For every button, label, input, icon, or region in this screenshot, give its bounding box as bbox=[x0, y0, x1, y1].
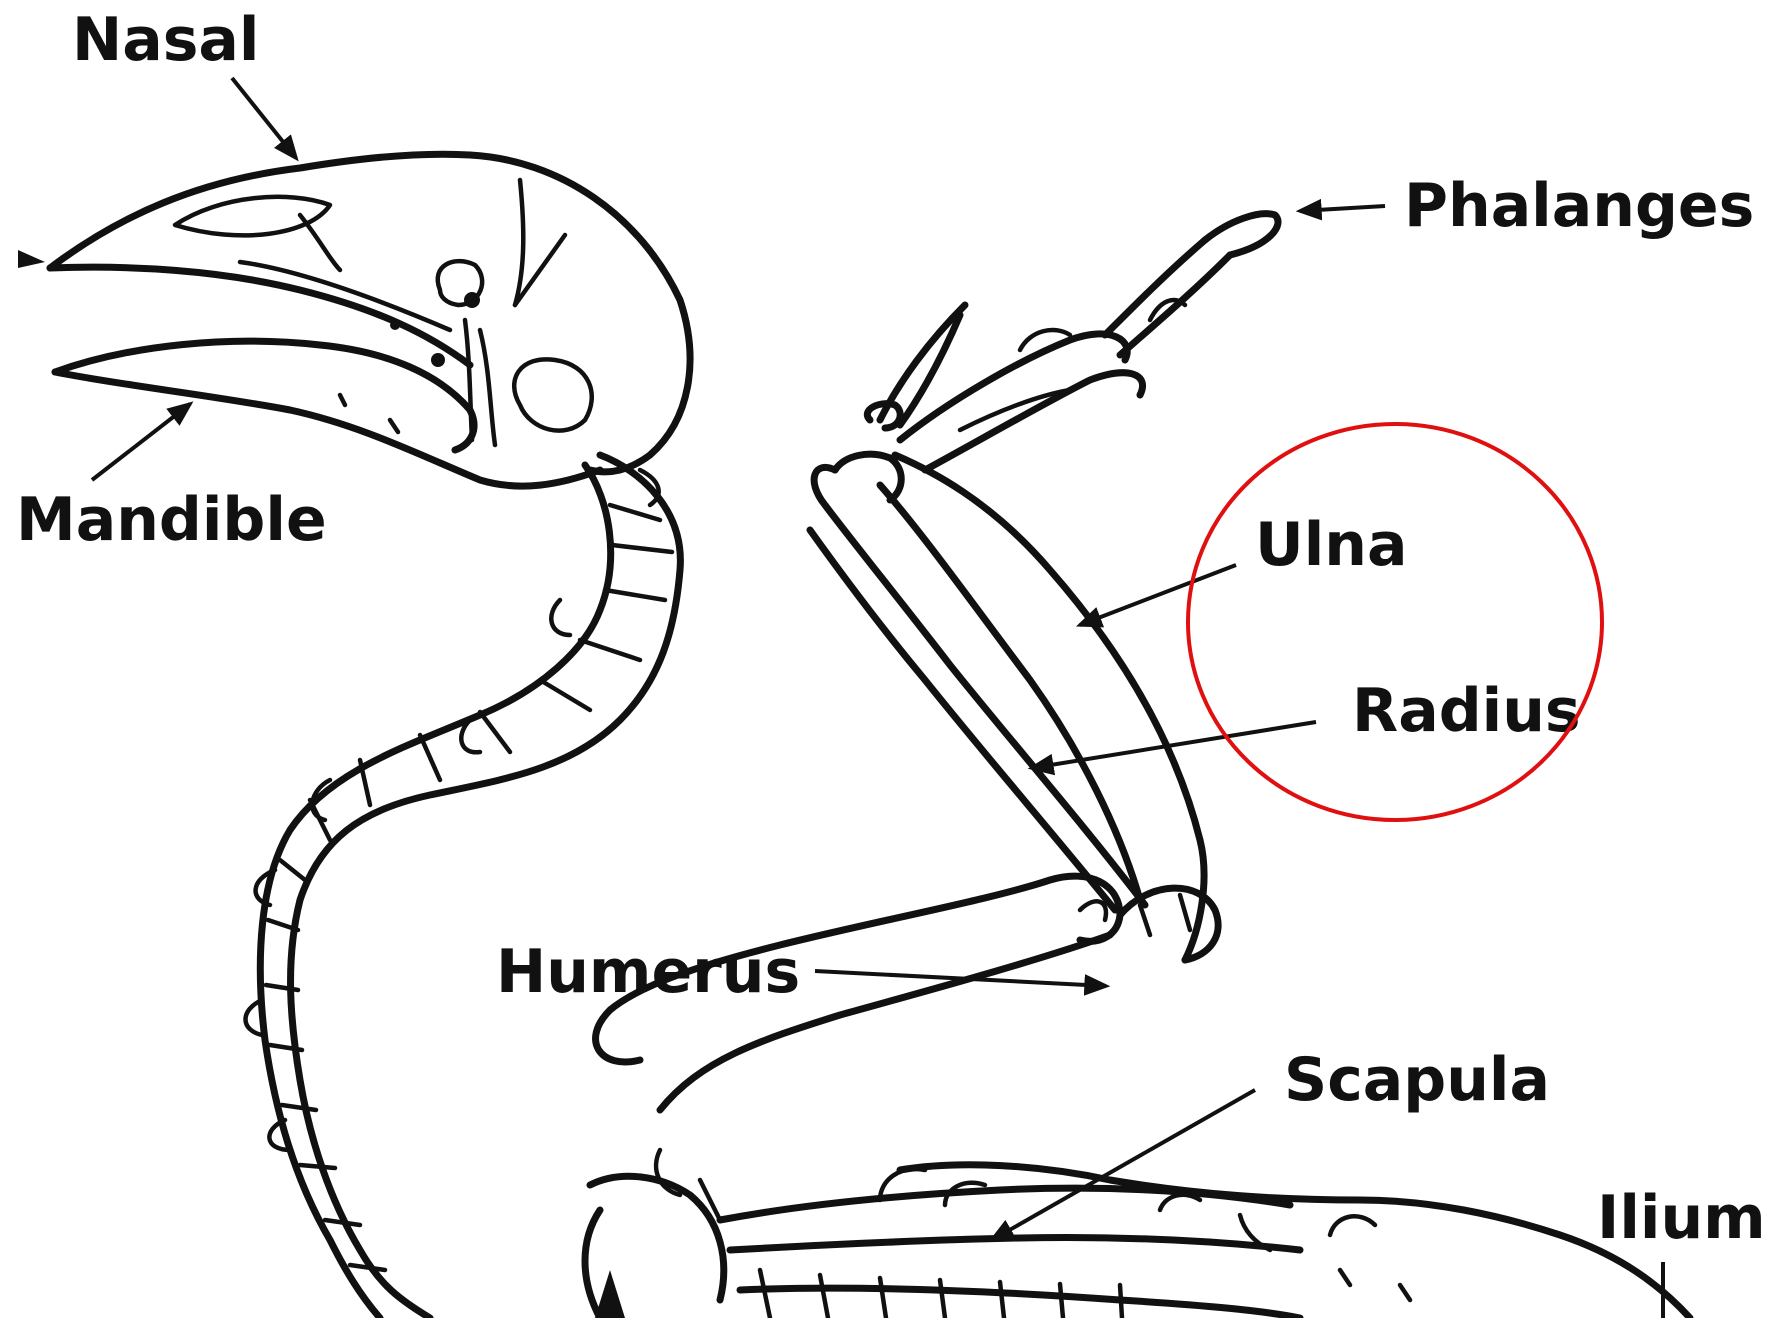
arrow-mandible bbox=[92, 404, 190, 480]
arrow-nasal bbox=[232, 78, 296, 158]
label-radius: Radius bbox=[1352, 676, 1581, 746]
label-scapula: Scapula bbox=[1284, 1045, 1550, 1115]
label-nasal: Nasal bbox=[72, 5, 259, 75]
label-phalanges: Phalanges bbox=[1404, 171, 1754, 241]
label-humerus: Humerus bbox=[496, 937, 800, 1007]
label-mandible: Mandible bbox=[16, 485, 327, 555]
skull bbox=[18, 154, 690, 486]
arrow-ulna bbox=[1080, 565, 1236, 625]
body-skeleton bbox=[585, 1150, 1690, 1318]
label-ulna: Ulna bbox=[1255, 510, 1408, 580]
arrow-phalanges bbox=[1300, 206, 1385, 211]
highlight-circle bbox=[1188, 424, 1602, 820]
neck-vertebrae bbox=[246, 455, 681, 1318]
label-ilium: Ilium bbox=[1597, 1183, 1766, 1253]
